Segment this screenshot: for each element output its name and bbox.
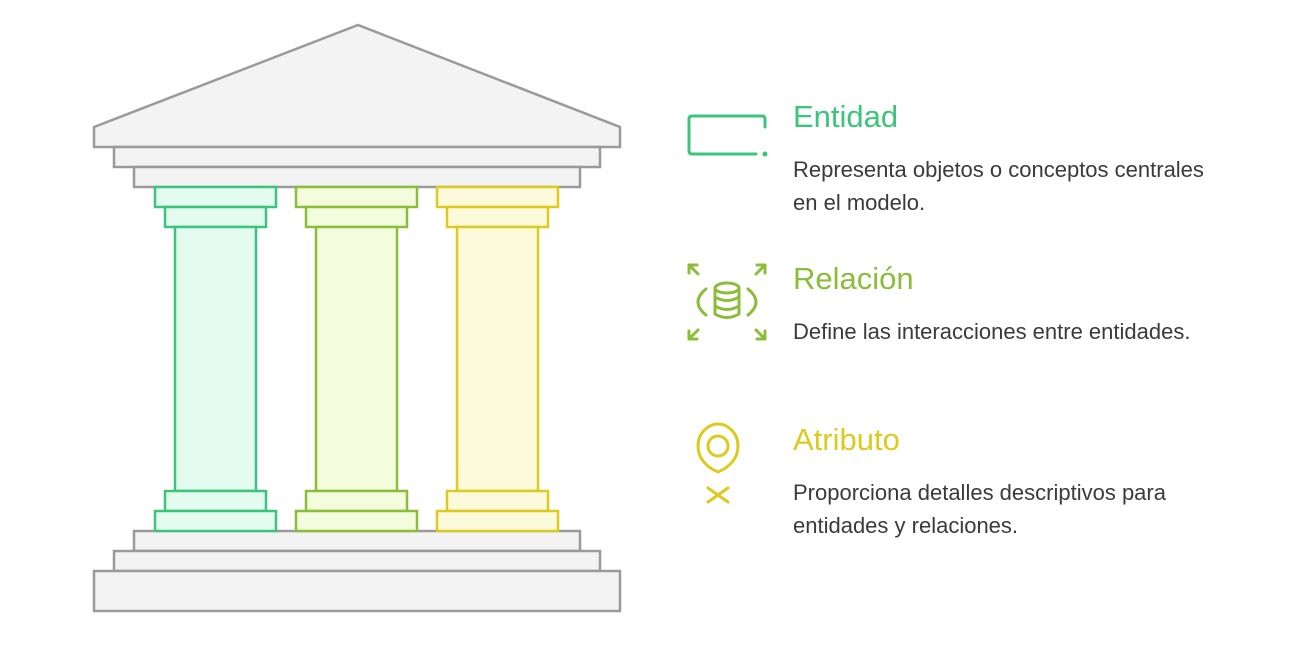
temple-illustration <box>92 23 622 613</box>
rectangle-entity-icon <box>687 114 768 157</box>
legend-item-relacion: Relación Define las interacciones entre … <box>686 261 1246 411</box>
relacion-title: Relación <box>793 261 914 296</box>
temple-roof <box>92 23 622 149</box>
atributo-title: Atributo <box>793 422 900 457</box>
pillar-green <box>153 185 278 533</box>
temple-base-middle <box>112 549 602 573</box>
entidad-description: Representa objetos o conceptos centrales… <box>793 157 1204 215</box>
entidad-title: Entidad <box>793 99 899 134</box>
temple-architrave-lower <box>132 165 582 189</box>
legend-item-atributo: Atributo Proporciona detalles descriptiv… <box>686 422 1246 572</box>
relacion-description: Define las interacciones entre entidades… <box>793 319 1191 344</box>
database-expand-icon <box>687 263 767 341</box>
pillar-yellow <box>435 185 560 533</box>
temple-base-bottom <box>92 569 622 613</box>
temple-base-top <box>132 529 582 553</box>
legend-item-entidad: Entidad Representa objetos o conceptos c… <box>686 99 1246 249</box>
pillar-olive <box>294 185 419 533</box>
location-pin-icon <box>696 422 740 504</box>
atributo-description: Proporciona detalles descriptivos para e… <box>793 480 1166 538</box>
temple-architrave-upper <box>112 145 602 169</box>
